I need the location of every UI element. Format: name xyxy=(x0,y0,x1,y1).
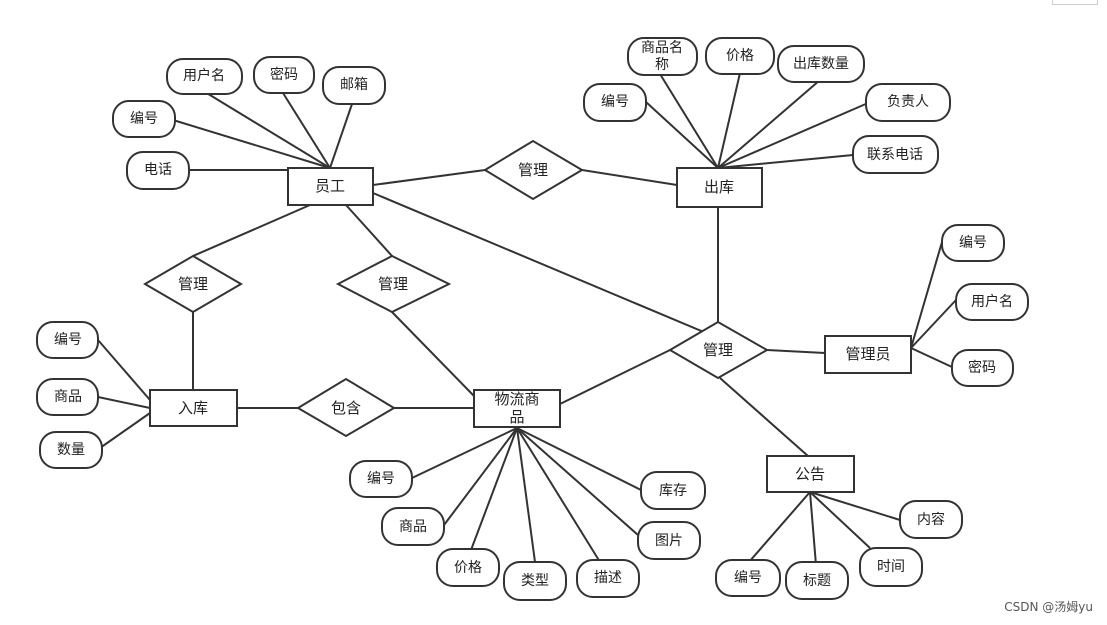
relationship-manage-admin-label: 管理 xyxy=(703,341,733,359)
labels: 员工 出库 入库 物流商 品 管理员 公告 管理 管理 管理 管理 包含 xyxy=(178,161,891,483)
relationship-manage-out xyxy=(483,139,584,201)
attr-outbound-quantity: 出库数量 xyxy=(793,56,849,72)
attr-goods-stock: 库存 xyxy=(659,483,687,499)
attr-employee-username: 用户名 xyxy=(183,67,225,84)
entity-admin-label: 管理员 xyxy=(845,345,890,363)
attr-employee-phone: 电话 xyxy=(144,162,172,178)
attr-notice-time: 时间 xyxy=(877,559,905,575)
entity-outbound-label: 出库 xyxy=(704,178,734,196)
relationship-manage-out-label: 管理 xyxy=(518,161,548,179)
attr-admin-id: 编号 xyxy=(959,235,987,251)
connector-lines xyxy=(97,72,957,566)
watermark: CSDN @汤姆yu xyxy=(1004,600,1093,614)
entity-goods xyxy=(473,389,561,428)
attr-inbound-goods: 商品 xyxy=(54,389,82,405)
attr-outbound-goodsname-line1: 商品名 xyxy=(641,40,683,56)
entity-notice-label: 公告 xyxy=(795,465,825,483)
attr-employee-id: 编号 xyxy=(130,111,158,127)
relationship-manage-goods-label: 管理 xyxy=(378,275,408,293)
entity-notice xyxy=(766,455,855,493)
relationship-manage-admin xyxy=(668,320,770,380)
attr-outbound-price: 价格 xyxy=(726,48,754,64)
relationship-manage-goods xyxy=(335,254,452,314)
attr-goods-image: 图片 xyxy=(655,533,683,549)
relationship-contain-label: 包含 xyxy=(331,399,361,417)
entity-goods-label-line1: 物流商 xyxy=(494,390,539,408)
entity-inbound xyxy=(149,389,238,427)
attr-notice-id: 编号 xyxy=(734,570,762,586)
attr-goods-goods: 商品 xyxy=(399,519,427,535)
entity-employee-label: 员工 xyxy=(315,177,345,195)
attribute-labels: 用户名 密码 邮箱 编号 电话 商品名 称 价格 出库数量 编号 负责人 联系电… xyxy=(54,40,1013,589)
entity-goods-label-line2: 品 xyxy=(509,408,524,426)
attr-notice-content: 内容 xyxy=(917,511,945,528)
attr-employee-email: 邮箱 xyxy=(340,77,368,93)
relationship-shapes xyxy=(143,139,770,438)
attr-outbound-goodsname-line2: 称 xyxy=(655,57,669,73)
entity-admin xyxy=(824,335,912,374)
relationship-manage-in xyxy=(143,254,243,314)
attr-goods-id: 编号 xyxy=(367,471,395,487)
attr-inbound-id: 编号 xyxy=(54,332,82,348)
attr-outbound-manager: 负责人 xyxy=(887,94,929,110)
attr-notice-title: 标题 xyxy=(803,573,831,589)
attr-outbound-phone: 联系电话 xyxy=(867,147,923,163)
attr-goods-desc: 描述 xyxy=(594,570,622,586)
entity-shapes xyxy=(149,167,912,493)
entity-outbound xyxy=(676,167,763,208)
attr-inbound-quantity: 数量 xyxy=(57,442,85,458)
attr-outbound-id: 编号 xyxy=(601,94,629,110)
entity-inbound-label: 入库 xyxy=(178,399,208,417)
attr-employee-password: 密码 xyxy=(270,66,298,83)
attr-goods-type: 类型 xyxy=(521,573,549,589)
attr-goods-price: 价格 xyxy=(454,560,482,576)
entity-employee xyxy=(287,167,374,206)
attr-admin-password: 密码 xyxy=(968,359,996,376)
attribute-shapes xyxy=(36,37,1029,601)
relationship-contain xyxy=(296,377,396,438)
corner-frame xyxy=(1052,0,1098,5)
attr-admin-username: 用户名 xyxy=(971,293,1013,310)
relationship-manage-in-label: 管理 xyxy=(178,275,208,293)
